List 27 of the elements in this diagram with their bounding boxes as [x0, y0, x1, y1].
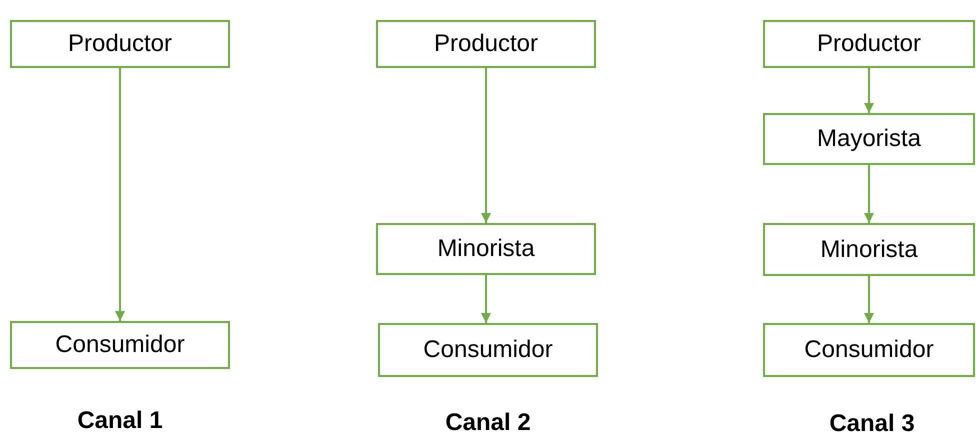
- arrow: [481, 275, 491, 323]
- arrow: [115, 68, 125, 321]
- process-box: [10, 20, 230, 68]
- process-box: [763, 113, 975, 165]
- box-label: Consumidor: [804, 336, 934, 364]
- channel-label: Canal 3: [829, 410, 915, 438]
- process-box: [763, 223, 975, 276]
- arrow: [864, 165, 874, 223]
- box-label: Productor: [68, 30, 172, 58]
- process-box: [378, 323, 598, 377]
- process-box: [376, 223, 596, 275]
- box-label: Minorista: [820, 236, 918, 264]
- arrow: [481, 68, 491, 223]
- box-label: Mayorista: [816, 125, 922, 153]
- box-label: Consumidor: [55, 331, 185, 359]
- box-label: Minorista: [437, 235, 535, 263]
- process-box: [763, 20, 975, 68]
- arrow: [864, 276, 874, 323]
- process-box: [10, 321, 230, 369]
- box-label: Productor: [816, 30, 922, 58]
- process-box: [763, 323, 975, 377]
- arrow: [864, 68, 874, 113]
- box-label: Consumidor: [423, 336, 553, 364]
- channel-label: Canal 2: [445, 409, 531, 437]
- channel-label: Canal 1: [77, 407, 163, 435]
- box-label: Productor: [434, 30, 538, 58]
- process-box: [376, 20, 596, 68]
